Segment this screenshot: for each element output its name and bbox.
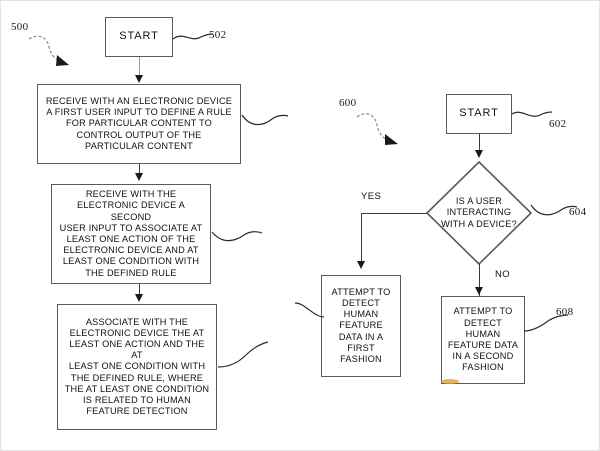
process-step-508[interactable]: ASSOCIATE WITH THE ELECTRONIC DEVICE THE… xyxy=(57,304,217,430)
figure-ref-600: 600 xyxy=(339,97,357,109)
process-step-504-label: RECEIVE WITH AN ELECTRONIC DEVICE A FIRS… xyxy=(45,95,233,151)
ref-502-leader xyxy=(172,33,214,40)
ref-number-602: 602 xyxy=(549,118,567,130)
scan-artifact-smudge xyxy=(441,379,459,384)
process-step-608[interactable]: ATTEMPT TO DETECT HUMAN FEATURE DATA IN … xyxy=(441,296,525,384)
ref-608-leader xyxy=(523,314,569,332)
connector-604-no-arrowhead xyxy=(474,287,483,295)
connector-504-to-506 xyxy=(139,164,140,176)
process-step-606[interactable]: ATTEMPT TO DETECT HUMAN FEATURE DATA IN … xyxy=(321,275,401,377)
start-terminal-602-label: START xyxy=(459,107,499,120)
step-504-leader xyxy=(241,114,289,126)
start-terminal-502-label: START xyxy=(119,30,159,43)
ref-number-608: 608 xyxy=(556,306,574,318)
process-step-506-label: RECEIVE WITH THE ELECTRONIC DEVICE A SEC… xyxy=(59,189,203,278)
process-step-608-label: ATTEMPT TO DETECT HUMAN FEATURE DATA IN … xyxy=(447,306,519,373)
step-606-leader xyxy=(295,302,325,318)
connector-506-to-508-arrowhead xyxy=(134,294,143,302)
connector-602-to-604 xyxy=(479,134,480,154)
ref-number-604: 604 xyxy=(569,206,587,218)
connector-604-yes-horizontal xyxy=(361,213,427,214)
figure-ref-500-leader-arrow xyxy=(28,35,69,66)
ref-number-502: 502 xyxy=(209,29,227,41)
connector-502-to-504-arrowhead xyxy=(134,75,143,83)
process-step-508-label: ASSOCIATE WITH THE ELECTRONIC DEVICE THE… xyxy=(64,316,210,417)
connector-602-to-604-arrowhead xyxy=(474,150,483,158)
branch-label-yes: YES xyxy=(361,191,382,202)
connector-604-yes-arrowhead xyxy=(356,261,365,269)
process-step-606-label: ATTEMPT TO DETECT HUMAN FEATURE DATA IN … xyxy=(331,286,391,365)
step-506-leader xyxy=(211,231,263,242)
connector-506-to-508 xyxy=(139,284,140,298)
decision-node-604-label: IS A USER INTERACTING WITH A DEVICE? xyxy=(441,195,517,229)
decision-node-604[interactable]: IS A USER INTERACTING WITH A DEVICE? xyxy=(425,160,533,266)
start-terminal-602[interactable]: START xyxy=(446,94,512,134)
ref-604-leader xyxy=(530,204,578,216)
connector-504-to-506-arrowhead xyxy=(134,173,143,181)
process-step-506[interactable]: RECEIVE WITH THE ELECTRONIC DEVICE A SEC… xyxy=(51,184,211,284)
ref-602-leader xyxy=(511,111,553,117)
start-terminal-502[interactable]: START xyxy=(105,17,173,57)
figure-ref-600-leader-arrow xyxy=(356,113,398,145)
step-508-leader xyxy=(217,341,269,368)
process-step-504[interactable]: RECEIVE WITH AN ELECTRONIC DEVICE A FIRS… xyxy=(37,84,241,164)
connector-604-yes-vertical xyxy=(361,213,362,263)
branch-label-no: NO xyxy=(495,269,511,280)
figure-ref-500: 500 xyxy=(11,21,29,33)
connector-502-to-504 xyxy=(139,57,140,79)
connector-604-no-vertical xyxy=(479,264,480,296)
